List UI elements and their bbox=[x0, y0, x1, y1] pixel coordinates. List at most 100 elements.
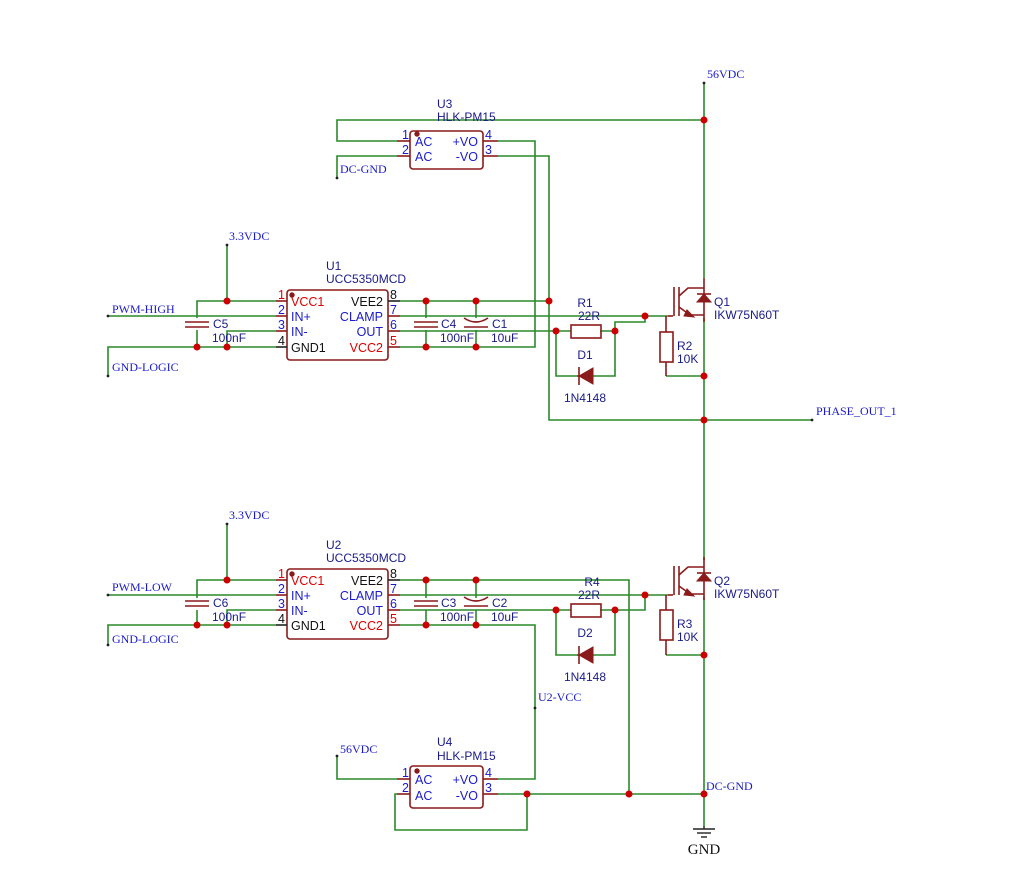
c4-ref: C4 bbox=[441, 317, 457, 331]
c2-ref: C2 bbox=[492, 596, 508, 610]
u2-pin-name: VEE2 bbox=[351, 574, 383, 588]
u2-pin-name: CLAMP bbox=[340, 589, 383, 603]
u1-ref: U1 bbox=[326, 259, 342, 273]
net-label-pwm-high: PWM-HIGH bbox=[112, 302, 175, 316]
u2-ref: U2 bbox=[326, 538, 342, 552]
u2-pin-name: VCC2 bbox=[350, 619, 383, 633]
u2-pin-num: 2 bbox=[278, 582, 285, 596]
u4-pin-name: -VO bbox=[456, 789, 479, 803]
net-label-dc-gnd: DC-GND bbox=[340, 162, 387, 176]
u1-pin-name: IN+ bbox=[291, 310, 311, 324]
q2-ref: Q2 bbox=[714, 574, 730, 588]
capacitor-c4[interactable]: C4 100nF bbox=[414, 317, 474, 345]
net-label-gnd: GND bbox=[688, 842, 721, 858]
r4-ref: R4 bbox=[584, 575, 600, 589]
u2-pin-name: IN+ bbox=[291, 589, 311, 603]
c4-value: 100nF bbox=[440, 331, 474, 345]
net-label-pwm-low: PWM-LOW bbox=[112, 580, 173, 594]
u3-pin-name: AC bbox=[415, 150, 432, 164]
igbt-q1[interactable]: Q1 IKW75N60T bbox=[668, 278, 780, 322]
d1-value: 1N4148 bbox=[564, 391, 606, 405]
c1-value: 10uF bbox=[491, 331, 518, 345]
r2-ref: R2 bbox=[677, 339, 693, 353]
u4-pin-num: 1 bbox=[402, 766, 409, 780]
u2-gate-driver[interactable]: U2 UCC5350MCD 1 2 3 4 8 7 6 5 VCC1 IN+ I… bbox=[276, 538, 406, 640]
u4-ref: U4 bbox=[437, 735, 453, 749]
capacitor-c1[interactable]: C1 10uF bbox=[463, 317, 518, 345]
c1-ref: C1 bbox=[492, 317, 508, 331]
d2-value: 1N4148 bbox=[564, 670, 606, 684]
u1-pin-name: VEE2 bbox=[351, 295, 383, 309]
u3-power-module[interactable]: U3 HLK-PM15 1 2 4 3 AC AC +VO -VO bbox=[397, 97, 498, 170]
r1-ref: R1 bbox=[577, 296, 593, 310]
igbt-q2[interactable]: Q2 IKW75N60T bbox=[668, 557, 780, 601]
u1-pin-num: 7 bbox=[390, 303, 397, 317]
u2-pin-num: 6 bbox=[390, 597, 397, 611]
u4-pin-name: +VO bbox=[453, 773, 479, 787]
u1-pin-name: IN- bbox=[291, 325, 308, 339]
resistor-r1[interactable]: R1 22R bbox=[570, 296, 602, 339]
u2-pin-name: IN- bbox=[291, 604, 308, 618]
u2-pin-num: 8 bbox=[390, 567, 397, 581]
net-label-dc-gnd-bottom: DC-GND bbox=[706, 779, 753, 793]
u2-pin-num: 4 bbox=[278, 612, 285, 626]
u4-power-module[interactable]: U4 HLK-PM15 1 2 4 3 AC AC +VO -VO bbox=[397, 735, 498, 809]
u1-pin-num: 2 bbox=[278, 303, 285, 317]
net-label-gnd-logic-u1: GND-LOGIC bbox=[112, 360, 179, 374]
d1-ref: D1 bbox=[577, 348, 593, 362]
r1-value: 22R bbox=[578, 309, 600, 323]
u2-pin-num: 1 bbox=[278, 567, 285, 581]
resistor-r2[interactable]: R2 10K bbox=[659, 316, 698, 376]
u3-ref: U3 bbox=[437, 97, 453, 111]
net-label-phase-out: PHASE_OUT_1 bbox=[816, 404, 897, 418]
c5-ref: C5 bbox=[213, 317, 229, 331]
c6-ref: C6 bbox=[213, 596, 229, 610]
net-label-u2-vcc: U2-VCC bbox=[538, 690, 581, 704]
resistor-r3[interactable]: R3 10K bbox=[659, 595, 698, 655]
u3-pin-num: 3 bbox=[485, 143, 492, 157]
u4-pin-name: AC bbox=[415, 789, 432, 803]
c5-value: 100nF bbox=[212, 331, 246, 345]
net-label-56vdc-u4: 56VDC bbox=[340, 742, 377, 756]
r4-value: 22R bbox=[578, 588, 600, 602]
capacitor-c5[interactable]: C5 100nF bbox=[185, 317, 246, 345]
capacitor-c3[interactable]: C3 100nF bbox=[414, 596, 474, 624]
diode-d2[interactable]: D2 1N4148 bbox=[564, 626, 606, 684]
u1-gate-driver[interactable]: U1 UCC5350MCD 1 2 3 4 8 7 6 5 VCC1 IN+ I… bbox=[276, 259, 406, 361]
u2-pin-num: 3 bbox=[278, 597, 285, 611]
u4-pin-num: 4 bbox=[485, 766, 492, 780]
u2-pin-name: GND1 bbox=[291, 619, 326, 633]
u3-value: HLK-PM15 bbox=[437, 110, 496, 124]
u1-pin-name: CLAMP bbox=[340, 310, 383, 324]
resistor-r4[interactable]: R4 22R bbox=[570, 575, 602, 618]
u4-pin-name: AC bbox=[415, 773, 432, 787]
r3-value: 10K bbox=[677, 630, 698, 644]
u1-pin-num: 1 bbox=[278, 288, 285, 302]
u3-pin-num: 4 bbox=[485, 128, 492, 142]
q1-ref: Q1 bbox=[714, 295, 730, 309]
net-label-56vdc: 56VDC bbox=[707, 67, 744, 81]
u3-pin-num: 1 bbox=[402, 128, 409, 142]
c2-value: 10uF bbox=[491, 610, 518, 624]
c3-value: 100nF bbox=[440, 610, 474, 624]
u1-pin-name: GND1 bbox=[291, 341, 326, 355]
u1-pin-name: VCC1 bbox=[291, 295, 324, 309]
diode-d1[interactable]: D1 1N4148 bbox=[564, 348, 606, 405]
u2-pin-num: 7 bbox=[390, 582, 397, 596]
net-label-3v3-u1: 3.3VDC bbox=[229, 229, 269, 243]
u1-pin-name: VCC2 bbox=[350, 341, 383, 355]
r2-value: 10K bbox=[677, 352, 698, 366]
ground-icon bbox=[693, 826, 715, 838]
net-label-gnd-logic-u2: GND-LOGIC bbox=[112, 632, 179, 646]
wires-top bbox=[336, 83, 812, 421]
capacitor-c6[interactable]: C6 100nF bbox=[185, 596, 246, 624]
u3-pin-name: -VO bbox=[456, 150, 479, 164]
d2-ref: D2 bbox=[577, 626, 593, 640]
net-port-markers bbox=[106, 81, 814, 758]
capacitor-c2[interactable]: C2 10uF bbox=[463, 596, 518, 624]
q2-value: IKW75N60T bbox=[714, 587, 780, 601]
u1-pin-num: 3 bbox=[278, 318, 285, 332]
u3-pin-name: AC bbox=[415, 135, 432, 149]
u3-pin-name: +VO bbox=[453, 135, 479, 149]
